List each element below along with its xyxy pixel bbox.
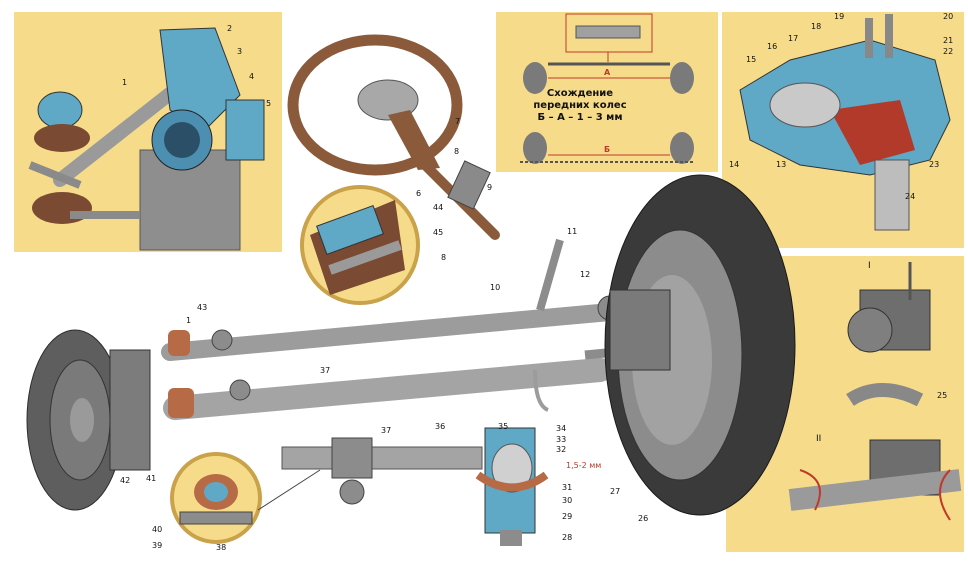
callout: 19 — [834, 12, 845, 21]
toe-in-caption: Схождение передних колес Б – А – 1 – 3 м… — [520, 88, 640, 124]
callout: 41 — [146, 474, 157, 483]
right-wheel — [604, 174, 796, 516]
callout: 37 — [320, 366, 331, 375]
caption-line-2: передних колес — [533, 100, 627, 111]
view-two-label: II — [816, 434, 822, 444]
callout: 22 — [943, 47, 954, 56]
callout: 1 — [186, 316, 192, 325]
callout: 28 — [562, 533, 573, 542]
caption-line-1: Схождение — [546, 88, 614, 99]
callout: 27 — [610, 487, 621, 496]
callout: 13 — [776, 160, 787, 169]
callout: 38 — [216, 543, 227, 552]
dimension-front-label: А — [604, 68, 611, 77]
steering-box-section — [739, 14, 951, 231]
callout: 20 — [943, 12, 954, 21]
callout: 44 — [433, 203, 444, 212]
callout: 18 — [811, 22, 822, 31]
callout: 3 — [237, 47, 243, 56]
callout: 32 — [556, 445, 567, 454]
callout: 37 — [381, 426, 392, 435]
left-brake-drum — [26, 329, 151, 511]
callout: 16 — [767, 42, 778, 51]
callout: 4 — [249, 72, 255, 81]
callout: 24 — [905, 192, 916, 201]
callout: 34 — [556, 424, 567, 433]
column-bearing-magnifier — [300, 185, 420, 305]
callout: 15 — [746, 55, 757, 64]
callout: 10 — [490, 283, 501, 292]
callout: 25 — [937, 391, 948, 400]
callout: 1 — [122, 78, 128, 87]
callout: 5 — [266, 99, 272, 108]
callout: 2 — [227, 24, 233, 33]
view-one-label: I — [868, 261, 871, 271]
callout: 6 — [416, 189, 422, 198]
callout: 8 — [441, 253, 447, 262]
callout: 12 — [580, 270, 591, 279]
callout: 30 — [562, 496, 573, 505]
clamp-magnifier — [170, 452, 321, 544]
adjustment-views — [788, 262, 962, 521]
tie-rod-end-section — [281, 427, 549, 546]
steering-wheel-assembly — [287, 34, 500, 240]
callout: 11 — [567, 227, 578, 236]
dimension-rear-label: Б — [604, 145, 611, 154]
callout: 9 — [487, 183, 493, 192]
callout: 35 — [498, 422, 509, 431]
tie-rod-assembly — [161, 238, 691, 420]
callout: 17 — [788, 34, 799, 43]
callout: 29 — [562, 512, 573, 521]
callout: 23 — [929, 160, 940, 169]
callout: 33 — [556, 435, 567, 444]
callout: 39 — [152, 541, 163, 550]
callout: 26 — [638, 514, 649, 523]
caption-line-3: Б – А – 1 – 3 мм — [537, 112, 623, 123]
pitman-arm-detail — [28, 27, 265, 251]
callout: 45 — [433, 228, 444, 237]
callout: 14 — [729, 160, 740, 169]
callout: 31 — [562, 483, 573, 492]
ball-gap-label: 1,5-2 мм — [566, 461, 602, 470]
alignment-schematic — [520, 13, 695, 164]
callout: 40 — [152, 525, 163, 534]
callout: 42 — [120, 476, 131, 485]
callout: 36 — [435, 422, 446, 431]
callout: 8 — [454, 147, 460, 156]
callout: 21 — [943, 36, 954, 45]
callout: 7 — [455, 117, 461, 126]
callout: 43 — [197, 303, 208, 312]
